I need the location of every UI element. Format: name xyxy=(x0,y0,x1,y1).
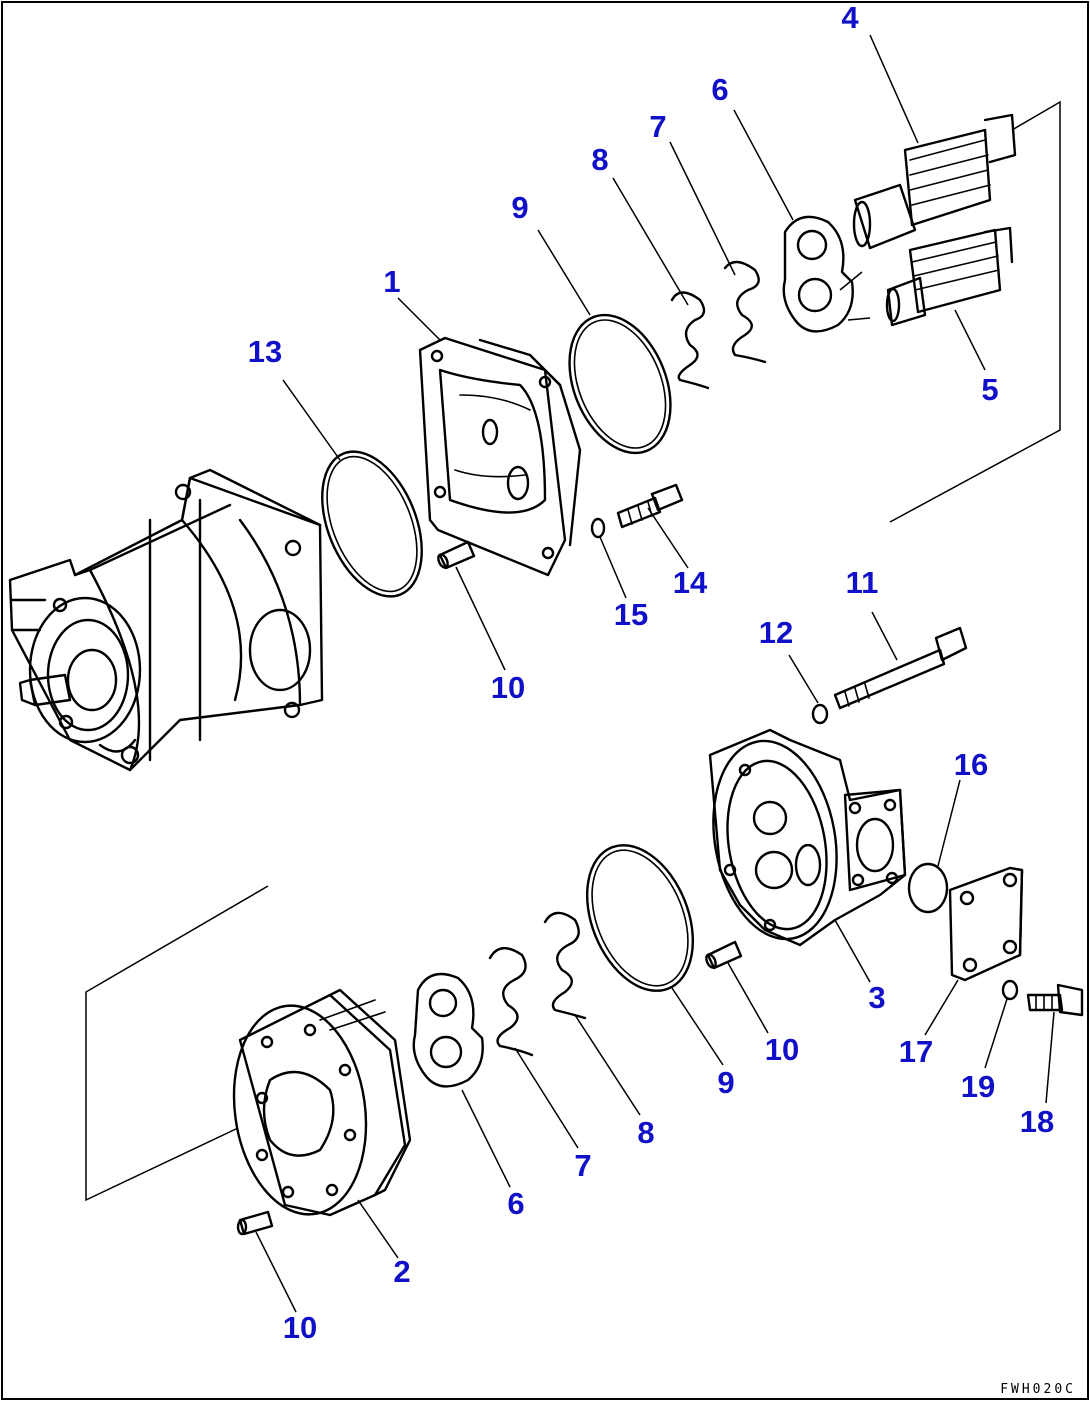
callout-10-lower: 10 xyxy=(283,1310,317,1345)
callout-15: 15 xyxy=(614,597,648,632)
o-ring-9b xyxy=(585,844,695,992)
lower-assembly-bracket xyxy=(85,885,269,1202)
callout-2: 2 xyxy=(393,1254,410,1289)
callout-5: 5 xyxy=(981,372,998,407)
callout-11: 11 xyxy=(846,565,879,600)
callout-7-lower: 7 xyxy=(574,1148,591,1183)
dowel-pin-10c xyxy=(236,1210,274,1236)
seal-7b xyxy=(488,947,534,1057)
rear-cover-3 xyxy=(708,728,907,947)
driven-gear-5 xyxy=(885,226,1014,327)
washer-15 xyxy=(590,517,606,539)
callout-17: 17 xyxy=(899,1034,933,1069)
bushing-plate-6a xyxy=(782,215,854,333)
bushing-plate-6b xyxy=(412,972,484,1088)
callout-labels: 4 6 7 8 9 1 13 5 14 15 10 11 12 16 3 10 … xyxy=(248,0,1054,1345)
flange-plate-1 xyxy=(418,336,582,577)
callout-12: 12 xyxy=(759,615,793,650)
seal-8b xyxy=(543,911,587,1020)
bolt-18 xyxy=(1026,983,1084,1017)
washer-12 xyxy=(811,703,829,725)
pump-body-assembly xyxy=(8,468,324,772)
washer-19 xyxy=(1001,979,1019,1001)
callout-8-upper: 8 xyxy=(591,142,608,177)
callout-19: 19 xyxy=(961,1069,995,1104)
drive-gear-4 xyxy=(852,113,1017,250)
dowel-pin-10a xyxy=(437,540,476,570)
callout-1: 1 xyxy=(383,264,400,299)
callout-6-lower: 6 xyxy=(507,1186,524,1221)
callout-10-upper: 10 xyxy=(491,670,525,705)
dowel-pin-10b xyxy=(705,940,743,970)
callout-9-lower: 9 xyxy=(717,1065,734,1100)
long-bolt-11 xyxy=(833,626,968,710)
drawing-code: FWH020C xyxy=(1000,1382,1076,1397)
seal-8a xyxy=(670,291,710,390)
callout-7-upper: 7 xyxy=(649,109,666,144)
callout-6-upper: 6 xyxy=(711,72,728,107)
callout-16: 16 xyxy=(954,747,988,782)
callout-14: 14 xyxy=(673,565,708,600)
o-ring-16 xyxy=(907,862,949,914)
callout-18: 18 xyxy=(1020,1104,1054,1139)
callout-9-upper: 9 xyxy=(511,190,528,225)
callout-4: 4 xyxy=(841,0,859,35)
seal-7a xyxy=(723,260,767,364)
gear-case-2 xyxy=(232,988,412,1217)
callout-8-lower: 8 xyxy=(637,1115,654,1150)
o-ring-13 xyxy=(321,450,423,598)
cover-plate-17 xyxy=(948,866,1024,982)
callout-10-middle: 10 xyxy=(765,1032,799,1067)
callout-3: 3 xyxy=(868,980,885,1015)
o-ring-9a xyxy=(568,313,672,455)
gear-group-bracket xyxy=(889,100,1061,523)
bolt-14 xyxy=(616,483,684,529)
callout-13: 13 xyxy=(248,334,282,369)
leader-lines xyxy=(255,34,1055,1313)
